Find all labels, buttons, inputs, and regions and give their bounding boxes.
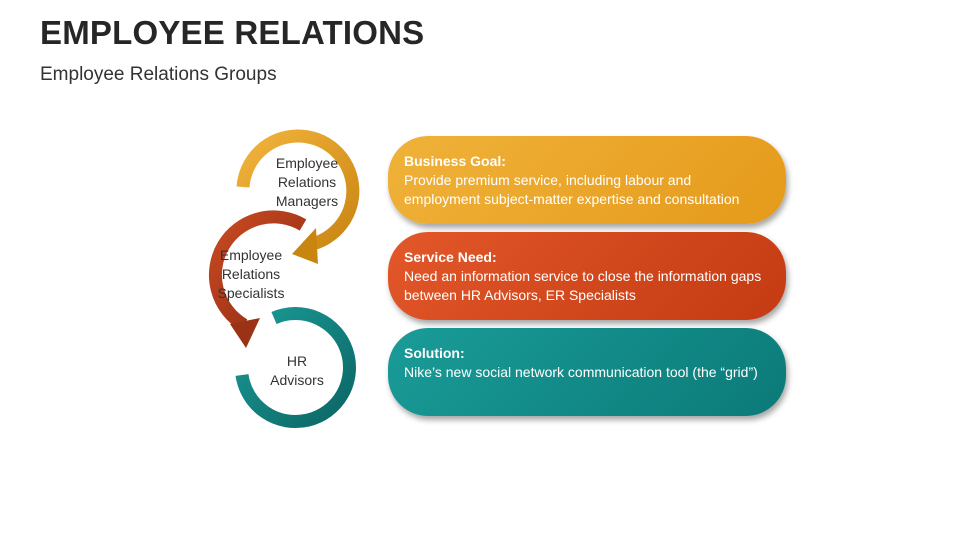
card-solution: Solution: Nike’s new social network comm… xyxy=(388,328,786,416)
ring-specialists xyxy=(209,210,307,331)
arrow-head-managers xyxy=(292,228,318,264)
ring-label-managers: Employee Relations Managers xyxy=(275,155,339,209)
card-body: Provide premium service, including labou… xyxy=(404,172,740,207)
card-service-need: Service Need: Need an information servic… xyxy=(388,232,786,320)
slide-title: EMPLOYEE RELATIONS xyxy=(40,14,425,51)
ring-label-hr-advisors: HR Advisors xyxy=(270,353,324,388)
card-body: Nike’s new social network communication … xyxy=(404,364,758,380)
ring-hr-advisors xyxy=(235,307,356,428)
card-heading: Solution: xyxy=(404,345,465,361)
slide-subtitle: Employee Relations Groups xyxy=(40,64,277,85)
card-heading: Business Goal: xyxy=(404,153,506,169)
groups-diagram: Employee Relations Managers Employee Rel… xyxy=(180,112,380,442)
rings-graphic xyxy=(209,129,360,428)
arrow-head-specialists xyxy=(230,318,260,348)
ring-label-specialists: Employee Relations Specialists xyxy=(217,247,285,301)
card-heading: Service Need: xyxy=(404,249,497,265)
card-business-goal: Business Goal: Provide premium service, … xyxy=(388,136,786,224)
ring-managers xyxy=(236,129,360,252)
card-body: Need an information service to close the… xyxy=(404,268,762,303)
